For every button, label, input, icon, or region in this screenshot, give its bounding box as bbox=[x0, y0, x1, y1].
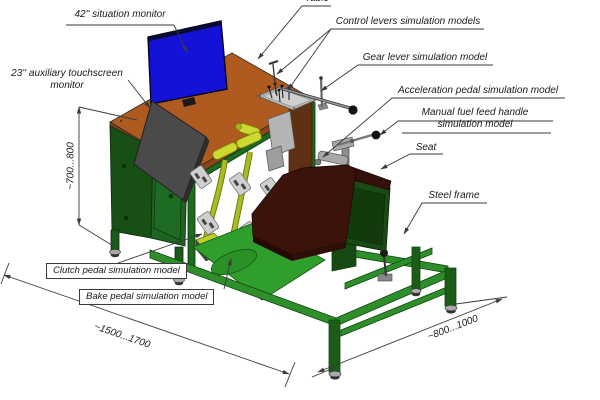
label-fuel-handle-line2: simulation model bbox=[437, 119, 513, 130]
label-clutch-pedal: Clutch pedal simulation model bbox=[46, 263, 187, 279]
label-control-levers: Control levers simulation models bbox=[335, 16, 481, 27]
seat bbox=[251, 164, 392, 261]
label-steel-frame: Steel frame bbox=[428, 190, 480, 201]
label-aux-monitor-line1: 23'' auxiliary touchscreen bbox=[11, 68, 123, 79]
dimension-height-text: ~700...800 bbox=[65, 142, 77, 190]
leader-lines bbox=[66, 5, 565, 290]
gear-lever bbox=[282, 76, 358, 115]
label-brake-pedal: Bake pedal simulation model bbox=[79, 289, 215, 305]
label-acceleration-pedal: Acceleration pedal simulation model bbox=[397, 85, 559, 96]
situation-monitor bbox=[147, 20, 228, 107]
label-aux-monitor: 23'' auxiliary touchscreen monitor bbox=[2, 68, 132, 92]
label-situation-monitor: 42'' situation monitor bbox=[74, 9, 166, 20]
label-gear-lever: Gear lever simulation model bbox=[362, 52, 488, 63]
label-fuel-handle: Manual fuel feed handle simulation model bbox=[396, 107, 554, 131]
label-table: Table bbox=[300, 0, 334, 5]
label-fuel-handle-line1: Manual fuel feed handle bbox=[421, 107, 529, 118]
label-seat: Seat bbox=[415, 142, 437, 153]
control-levers-plate bbox=[255, 60, 320, 111]
dimension-lines bbox=[0, 106, 508, 388]
electronics-box bbox=[265, 110, 296, 172]
label-aux-monitor-line2: monitor bbox=[50, 80, 84, 91]
